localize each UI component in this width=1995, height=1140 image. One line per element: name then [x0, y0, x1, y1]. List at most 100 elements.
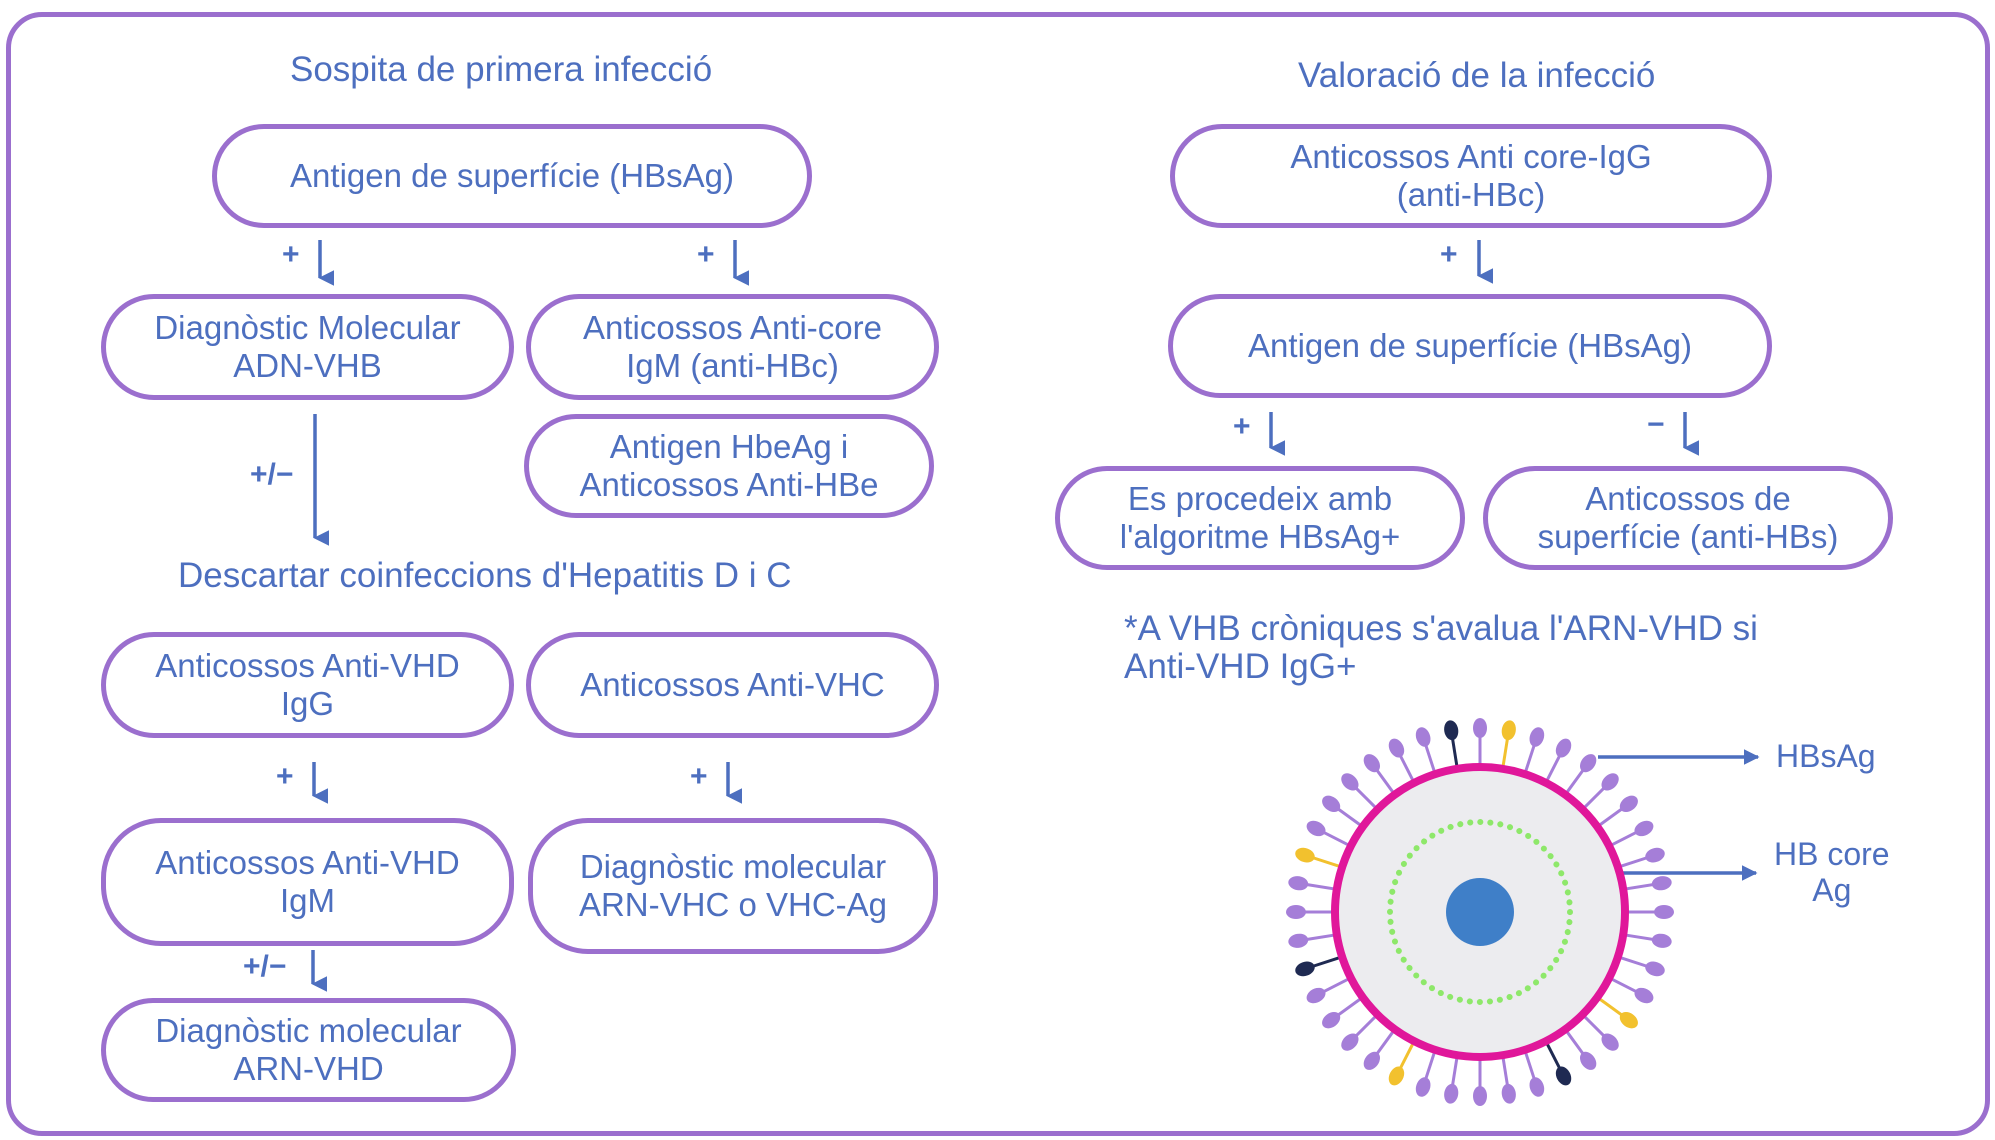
spike-head: [1651, 933, 1672, 948]
plus-sign: +: [1440, 238, 1458, 271]
spike-head: [1501, 1083, 1516, 1104]
minus-sign: −: [1647, 408, 1665, 441]
spike-head: [1645, 847, 1665, 863]
spike-head: [1388, 1066, 1405, 1086]
spike-stem: [1608, 976, 1640, 995]
spike-head: [1295, 961, 1315, 977]
spike-head: [1415, 1077, 1431, 1097]
spike-head: [1634, 987, 1654, 1004]
spike-head: [1322, 795, 1341, 813]
spike-head: [1473, 718, 1487, 738]
hbsag-pill-left: Antigen de superfície (HBsAg): [212, 124, 812, 228]
spike-head: [1444, 1083, 1459, 1104]
anti-vhc-pill: Anticossos Anti-VHC: [526, 632, 939, 738]
vhc-molecular-pill: Diagnòstic molecular ARN-VHC o VHC-Ag: [528, 818, 938, 954]
spike-head: [1529, 727, 1545, 747]
vhd-molecular-pill: Diagnòstic molecular ARN-VHD: [101, 998, 516, 1102]
plus-minus-sign: +/−: [243, 950, 287, 983]
hbsag-pill-right: Antigen de superfície (HBsAg): [1168, 294, 1772, 398]
spike-stem: [1353, 1013, 1379, 1039]
spike-stem: [1450, 735, 1459, 770]
spike-stem: [1374, 1028, 1396, 1057]
diag-molecular-adn-pill: Diagnòstic Molecular ADN-VHB: [101, 294, 514, 400]
spike-stem: [1523, 1049, 1537, 1082]
spike-stem: [1581, 785, 1607, 811]
spike-head: [1601, 1033, 1619, 1051]
spike-head: [1501, 720, 1516, 741]
spike-stem: [1423, 742, 1437, 775]
anti-hbs-pill: Anticossos de superfície (anti-HBs): [1483, 466, 1893, 570]
spike-stem: [1581, 1013, 1607, 1039]
spike-stem: [1523, 742, 1537, 775]
spike-head: [1634, 820, 1654, 837]
spike-head: [1444, 720, 1459, 741]
spike-stem: [1303, 933, 1338, 942]
spike-stem: [1617, 955, 1650, 969]
spike-head: [1306, 987, 1326, 1004]
spike-stem: [1320, 976, 1352, 995]
spike-stem: [1353, 785, 1379, 811]
spike-head: [1601, 773, 1619, 791]
plus-sign: +: [276, 760, 294, 793]
spike-head: [1473, 1086, 1487, 1106]
spike-stem: [1564, 1028, 1586, 1057]
plus-minus-sign: +/−: [250, 458, 294, 491]
spike-head: [1579, 1051, 1597, 1070]
spike-head: [1529, 1077, 1545, 1097]
hb-core-ag-label: HB core Ag: [1774, 836, 1890, 908]
spike-stem: [1596, 806, 1625, 828]
spike-head: [1363, 1051, 1381, 1070]
right-title: Valoració de la infecció: [1298, 56, 1656, 95]
spike-head: [1288, 933, 1309, 948]
spike-stem: [1501, 735, 1510, 770]
spike-head: [1415, 727, 1431, 747]
plus-sign: +: [1233, 410, 1251, 443]
spike-stem: [1450, 1054, 1459, 1089]
spike-stem: [1622, 882, 1657, 891]
anticore-igg-pill: Anticossos Anti core-IgG (anti-HBc): [1170, 124, 1772, 228]
anti-vhd-igg-pill: Anticossos Anti-VHD IgG: [101, 632, 514, 738]
spike-stem: [1310, 955, 1343, 969]
spike-head: [1341, 1033, 1359, 1051]
spike-stem: [1501, 1054, 1510, 1089]
spike-stem: [1397, 752, 1416, 784]
algoritme-hbsag-pill: Es procedeix amb l'algoritme HBsAg+: [1055, 466, 1465, 570]
spike-head: [1555, 1066, 1572, 1086]
spike-stem: [1374, 767, 1396, 796]
spike-head: [1579, 754, 1597, 773]
spike-head: [1619, 795, 1638, 813]
left-title: Sospita de primera infecció: [290, 50, 713, 89]
hbv-virion-illustration: [1286, 718, 1674, 1106]
coinfection-title: Descartar coinfeccions d'Hepatitis D i C: [178, 556, 792, 595]
spike-stem: [1303, 882, 1338, 891]
hbeag-pill: Antigen HbeAg i Anticossos Anti-HBe: [524, 414, 934, 518]
anti-vhd-igm-pill: Anticossos Anti-VHD IgM: [101, 818, 514, 946]
spike-head: [1341, 773, 1359, 791]
spike-stem: [1544, 752, 1563, 784]
surface-antigen-spikes: [1286, 718, 1674, 1106]
spike-stem: [1544, 1040, 1563, 1072]
spike-head: [1286, 905, 1306, 919]
spike-stem: [1564, 767, 1586, 796]
spike-head: [1645, 961, 1665, 977]
spike-head: [1651, 876, 1672, 891]
virion-core: [1446, 878, 1514, 946]
spike-stem: [1335, 996, 1364, 1018]
spike-stem: [1335, 806, 1364, 828]
spike-stem: [1320, 829, 1352, 848]
spike-head: [1654, 905, 1674, 919]
spike-stem: [1310, 855, 1343, 869]
spike-stem: [1423, 1049, 1437, 1082]
diagram-frame: [6, 12, 1990, 1136]
spike-head: [1306, 820, 1326, 837]
spike-head: [1295, 847, 1315, 863]
capsid-dotted-ring: [1387, 819, 1573, 1005]
spike-head: [1555, 738, 1572, 758]
plus-sign: +: [282, 238, 300, 271]
hbsag-label: HBsAg: [1776, 738, 1876, 774]
spike-head: [1322, 1011, 1341, 1029]
spike-stem: [1617, 855, 1650, 869]
chronic-note: *A VHB cròniques s'avalua l'ARN-VHD si A…: [1124, 609, 1758, 686]
plus-sign: +: [690, 760, 708, 793]
